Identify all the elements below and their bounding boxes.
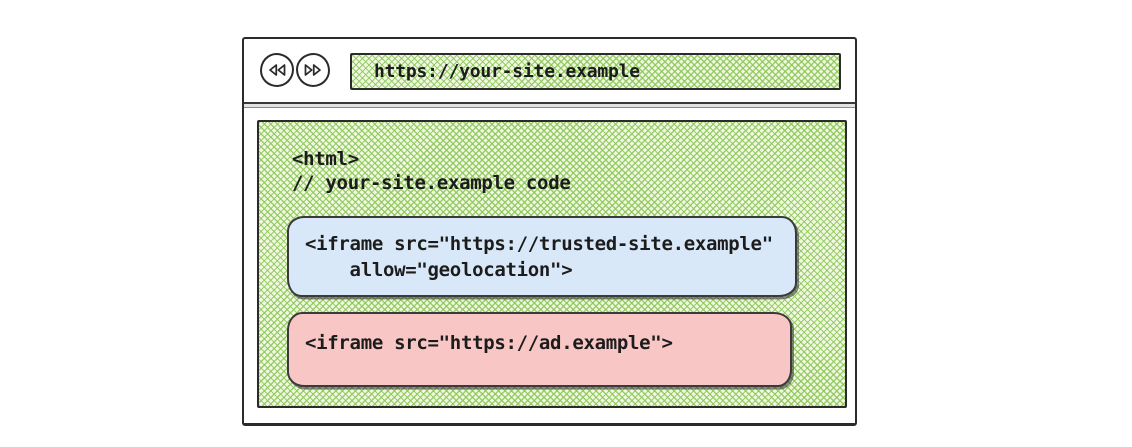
trusted-iframe-box: <iframe src="https://trusted-site.exampl… [287, 216, 797, 297]
browser-toolbar: https://your-site.example [244, 39, 855, 102]
ad-iframe-box: <iframe src="https://ad.example"> [287, 312, 792, 387]
back-icon [266, 59, 288, 81]
back-button[interactable] [260, 53, 294, 87]
browser-window: https://your-site.example <html> // your… [242, 37, 857, 426]
address-bar[interactable]: https://your-site.example [350, 53, 841, 90]
page-code-comment: // your-site.example code [292, 172, 571, 194]
forward-button[interactable] [296, 53, 330, 87]
address-bar-url: https://your-site.example [374, 61, 640, 82]
trusted-iframe-code-line-2: allow="geolocation"> [305, 259, 573, 281]
page-content: <html> // your-site.example code <iframe… [257, 120, 847, 408]
forward-icon [302, 59, 324, 81]
toolbar-divider [244, 102, 855, 108]
page-code-html-open: <html> [292, 148, 359, 170]
trusted-iframe-code-line-1: <iframe src="https://trusted-site.exampl… [305, 233, 773, 255]
ad-iframe-code-line-1: <iframe src="https://ad.example"> [305, 332, 673, 354]
